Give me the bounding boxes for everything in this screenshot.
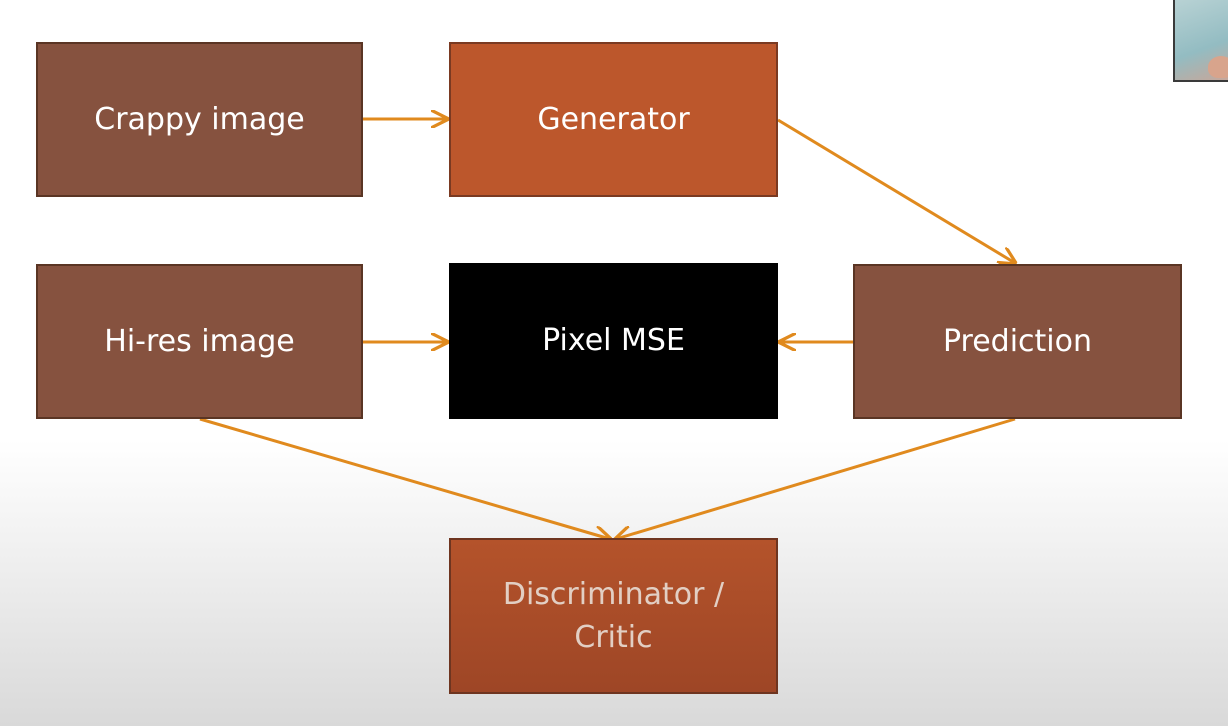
hires-image-node: Hi-res image	[36, 264, 363, 419]
arrow-generator-to-prediction	[777, 118, 1015, 263]
discriminator-label: Discriminator /	[502, 576, 725, 612]
arrow-prediction-to-critic	[616, 417, 1016, 539]
pixel-mse-label: Pixel MSE	[542, 323, 685, 359]
discriminator-critic-node: Discriminator / Critic	[449, 538, 778, 694]
prediction-node: Prediction	[853, 264, 1182, 419]
pixel-mse-node: Pixel MSE	[449, 263, 778, 419]
webcam-person	[1208, 56, 1228, 78]
generator-node: Generator	[449, 42, 778, 197]
critic-label: Critic	[574, 620, 653, 655]
hires-image-label: Hi-res image	[104, 323, 295, 359]
webcam-thumbnail	[1173, 0, 1228, 82]
crappy-image-label: Crappy image	[94, 101, 305, 137]
generator-label: Generator	[537, 101, 690, 137]
prediction-label: Prediction	[942, 323, 1093, 359]
crappy-image-node: Crappy image	[36, 42, 363, 197]
arrow-hires-to-critic	[199, 417, 610, 539]
